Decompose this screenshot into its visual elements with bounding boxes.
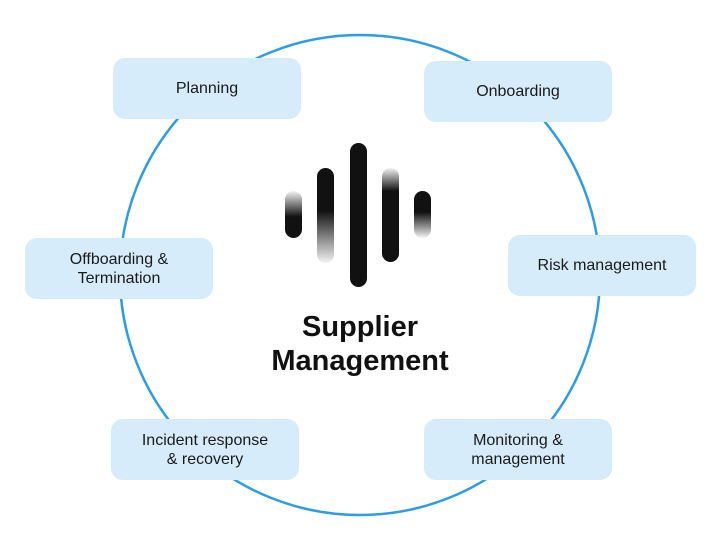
title-line-1: Supplier <box>301 311 418 343</box>
bar-wave-logo-icon <box>285 143 431 287</box>
node-onboarding: Onboarding <box>424 61 612 122</box>
node-risk-management: Risk management <box>508 235 696 296</box>
diagram-title: Supplier Management <box>230 310 490 378</box>
node-planning: Planning <box>113 58 301 119</box>
node-monitoring-management: Monitoring & management <box>424 419 612 480</box>
node-incident-response: Incident response & recovery <box>111 419 299 480</box>
title-line-2: Management <box>271 345 449 377</box>
node-offboarding-termination: Offboarding & Termination <box>25 238 213 299</box>
